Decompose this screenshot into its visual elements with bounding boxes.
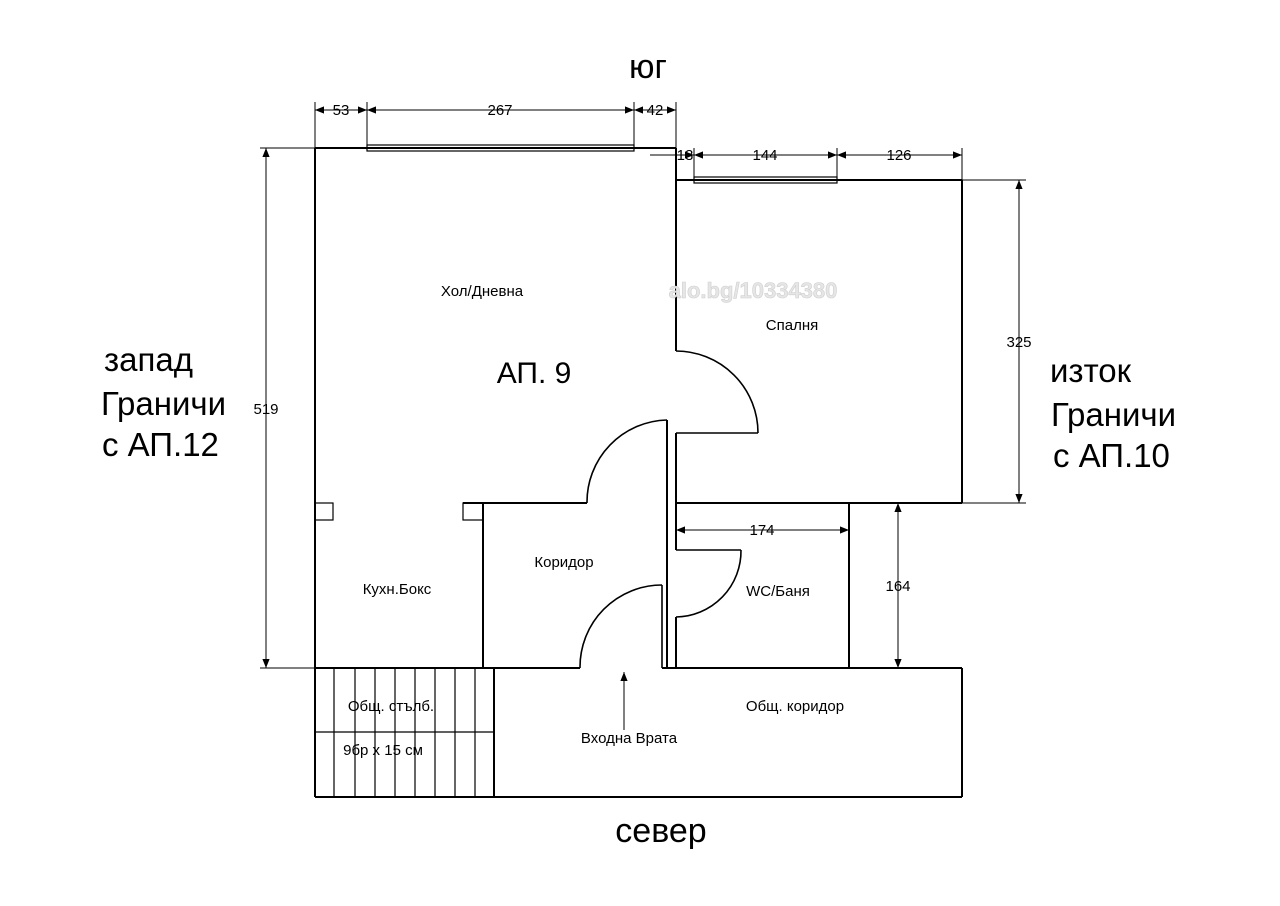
entrance-door-label: Входна Врата [581, 730, 678, 747]
room-wc: WC/Баня [746, 583, 810, 600]
dim-519: 519 [253, 401, 278, 418]
dim-18: 18 [677, 147, 694, 164]
dim-164: 164 [885, 578, 910, 595]
dim-267: 267 [487, 102, 512, 119]
direction-west: запад [104, 341, 193, 378]
room-kitchen: Кухн.Бокс [363, 581, 432, 598]
room-common-corridor: Общ. коридор [746, 698, 844, 715]
watermark: alo.bg/10334380 [669, 278, 838, 303]
west-borders: Граничи [101, 385, 226, 422]
living-window [366, 144, 635, 152]
bedroom-window [693, 176, 838, 184]
direction-south: юг [629, 48, 667, 86]
stairs-size: 9бр x 15 см [343, 742, 423, 759]
dim-174: 174 [749, 522, 774, 539]
west-neighbor: с АП.12 [102, 426, 219, 463]
direction-north: север [615, 812, 706, 850]
dim-42: 42 [647, 102, 664, 119]
room-corridor: Коридор [534, 554, 593, 571]
windows [366, 144, 838, 184]
dim-53: 53 [333, 102, 350, 119]
room-common-stairs: Общ. стълб. [348, 698, 434, 715]
room-bedroom: Спалня [766, 317, 818, 334]
dimension-lines [260, 102, 1026, 669]
direction-east: изток [1050, 352, 1132, 389]
room-living: Хол/Дневна [441, 283, 524, 300]
dim-126: 126 [886, 147, 911, 164]
dim-144: 144 [752, 147, 777, 164]
doors [579, 350, 759, 730]
apartment-label: АП. 9 [497, 357, 572, 390]
east-borders: Граничи [1051, 396, 1176, 433]
east-neighbor: с АП.10 [1053, 437, 1170, 474]
dim-325: 325 [1006, 334, 1031, 351]
